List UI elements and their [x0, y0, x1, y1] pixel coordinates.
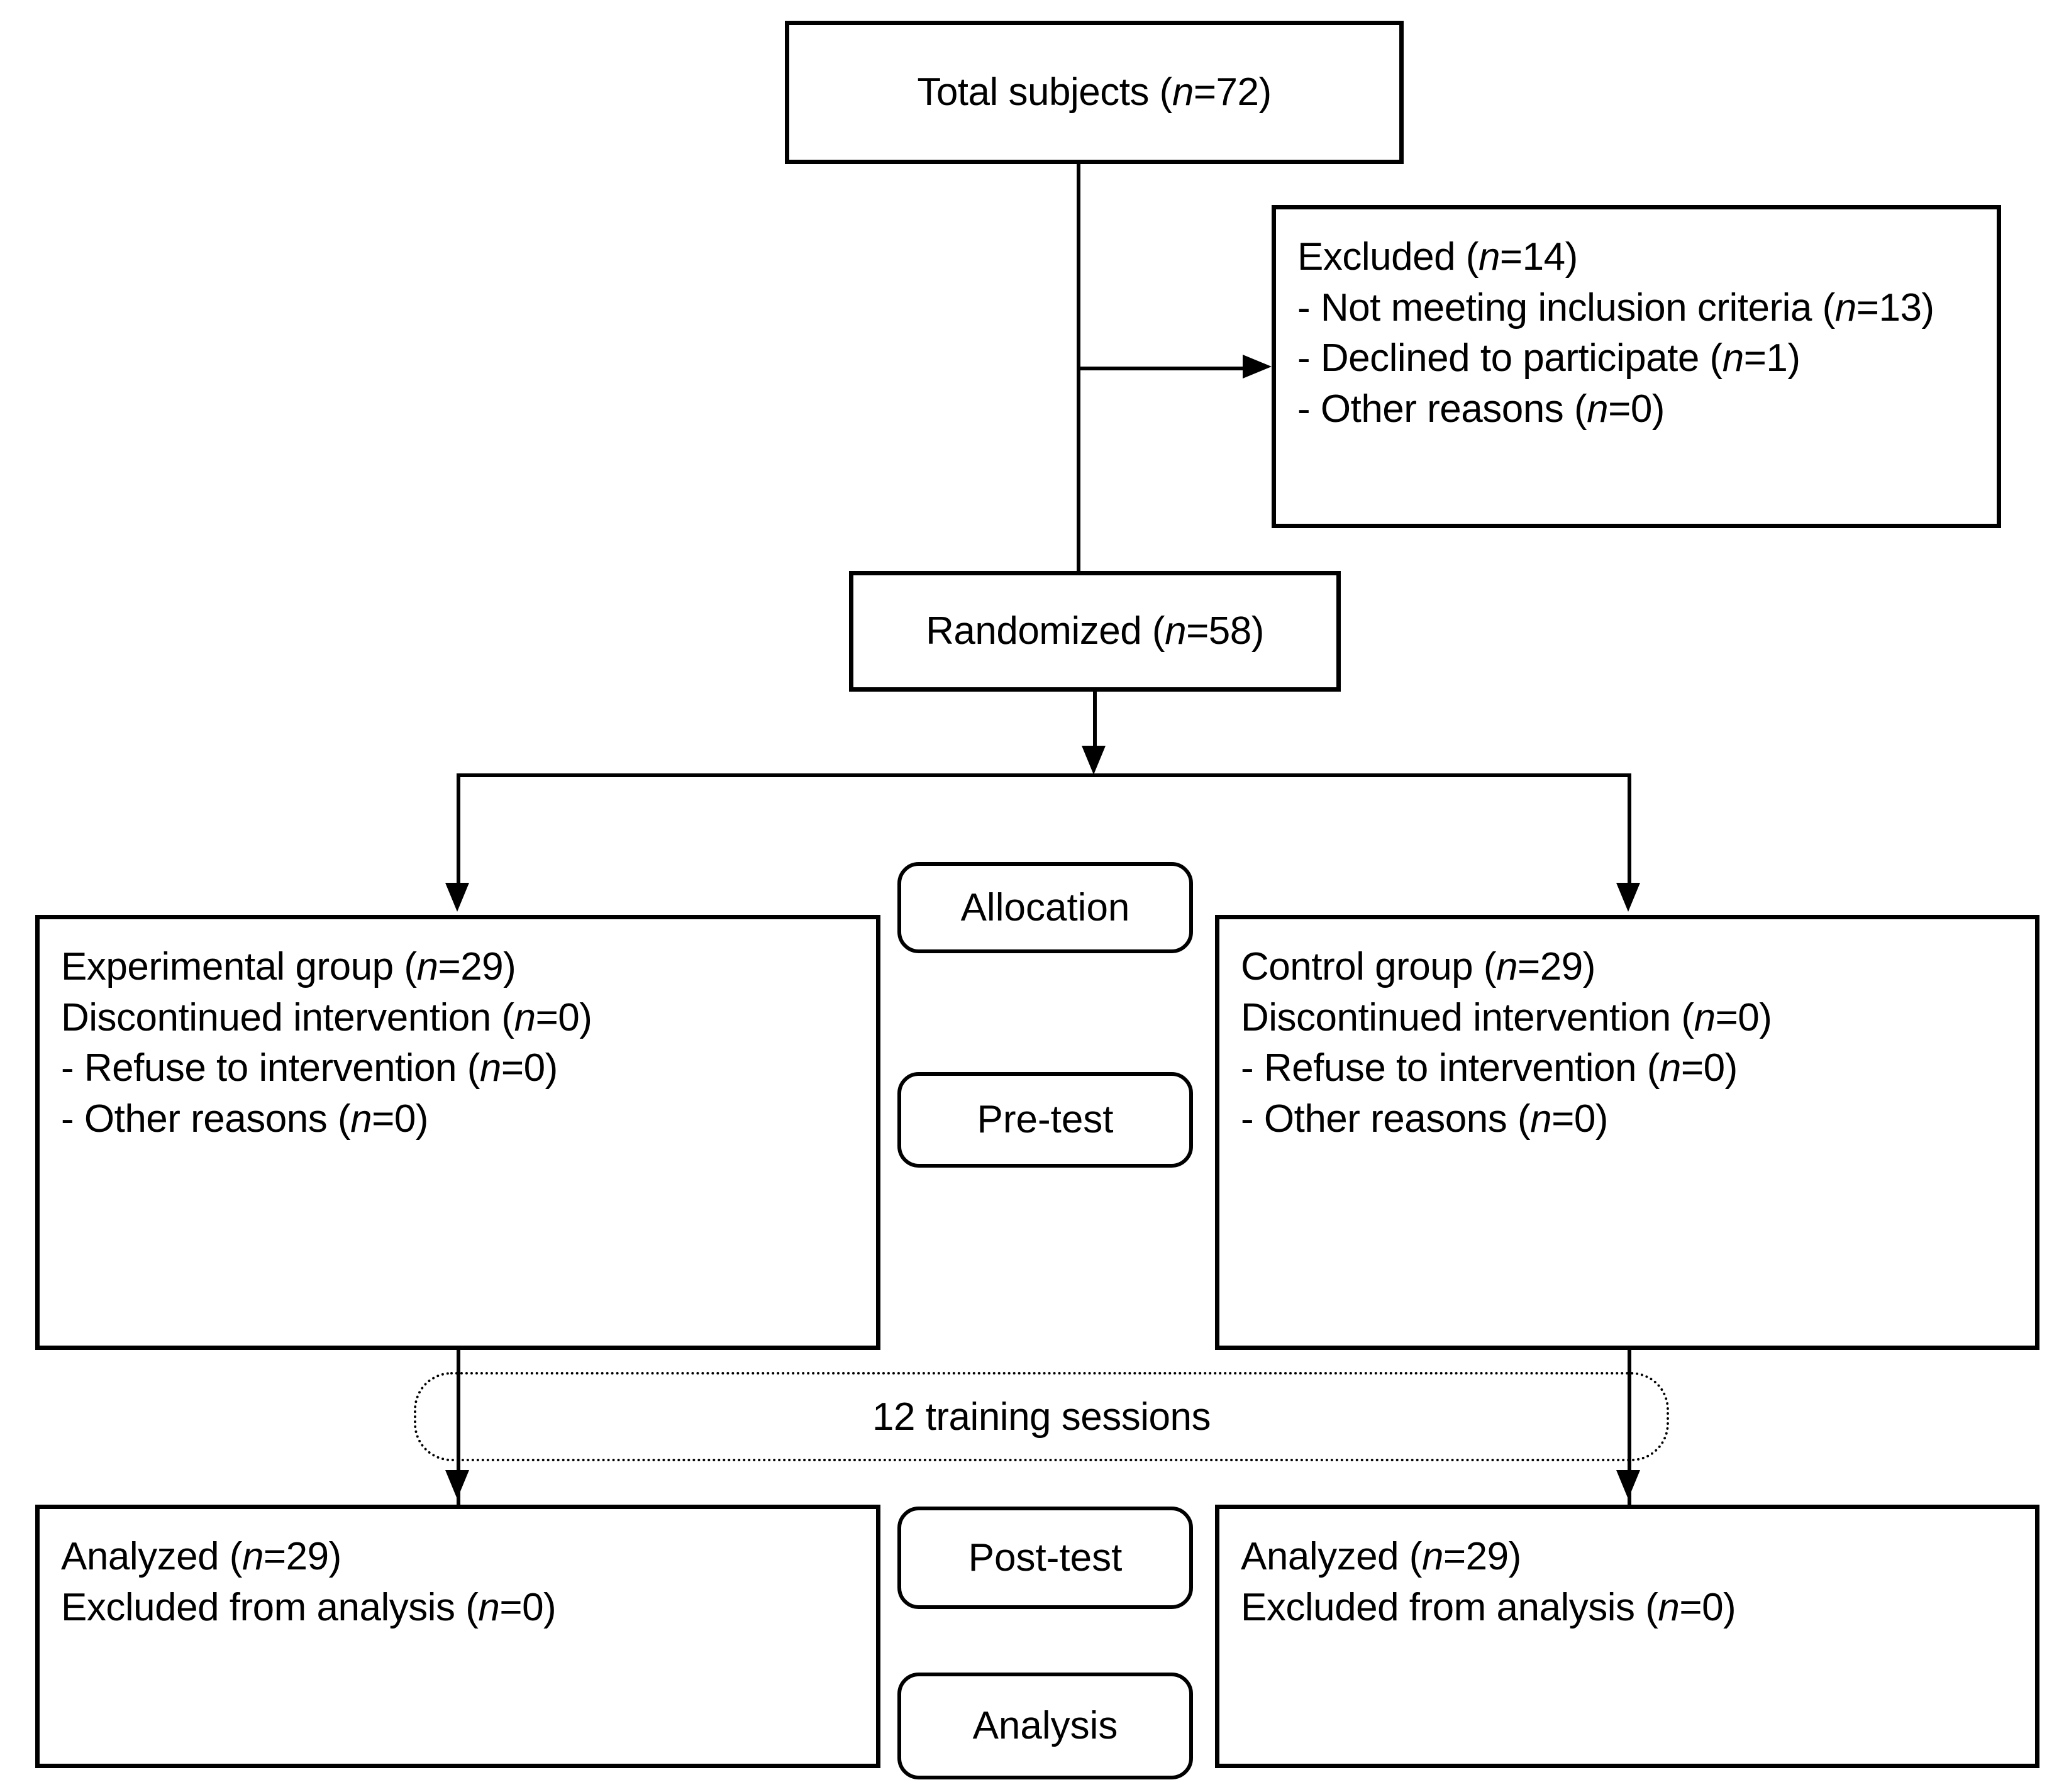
node-analyzed-experimental: Analyzed (n=29) Excluded from analysis (… — [35, 1505, 880, 1768]
node-control-group: Control group (n=29) Discontinued interv… — [1215, 915, 2039, 1350]
stage-label-allocation: Allocation — [897, 862, 1193, 953]
analyzed-control-label: Analyzed (n=29) Excluded from analysis (… — [1241, 1535, 1736, 1629]
arrowhead-to-analyzed-experimental — [445, 1470, 469, 1499]
control-group-label: Control group (n=29) Discontinued interv… — [1241, 945, 1772, 1141]
post-test-label: Post-test — [968, 1535, 1123, 1579]
connector-total-to-excluded — [1077, 367, 1243, 370]
connector-split-to-control — [1628, 773, 1631, 883]
excluded-label: Excluded (n=14) - Not meeting inclusion … — [1297, 235, 1934, 431]
total-subjects-label: Total subjects (n=72) — [917, 70, 1272, 114]
arrowhead-to-analyzed-control — [1616, 1470, 1640, 1499]
annotation-training-sessions: 12 training sessions — [414, 1372, 1669, 1461]
experimental-group-label: Experimental group (n=29) Discontinued i… — [61, 945, 592, 1141]
stage-label-analysis: Analysis — [897, 1673, 1193, 1779]
pre-test-label: Pre-test — [977, 1098, 1114, 1141]
node-excluded: Excluded (n=14) - Not meeting inclusion … — [1272, 205, 2001, 528]
stage-label-pre-test: Pre-test — [897, 1072, 1193, 1168]
analysis-label: Analysis — [972, 1704, 1118, 1747]
allocation-label: Allocation — [960, 885, 1130, 929]
connector-allocation-split-bar — [457, 773, 1631, 777]
node-analyzed-control: Analyzed (n=29) Excluded from analysis (… — [1215, 1505, 2039, 1768]
connector-experimental-to-analyzed — [457, 1350, 460, 1533]
arrowhead-to-excluded — [1243, 355, 1272, 379]
randomized-label: Randomized (n=58) — [926, 609, 1264, 653]
arrowhead-to-control — [1616, 883, 1640, 912]
arrowhead-to-experimental — [445, 883, 469, 912]
analyzed-experimental-label: Analyzed (n=29) Excluded from analysis (… — [61, 1535, 557, 1629]
stage-label-post-test: Post-test — [897, 1507, 1193, 1609]
connector-split-to-experimental — [457, 773, 460, 883]
arrowhead-randomized-split — [1082, 746, 1106, 775]
connector-randomized-to-split — [1093, 692, 1097, 746]
node-randomized: Randomized (n=58) — [849, 571, 1341, 692]
training-sessions-label: 12 training sessions — [858, 1394, 1224, 1439]
node-experimental-group: Experimental group (n=29) Discontinued i… — [35, 915, 880, 1350]
connector-control-to-analyzed — [1628, 1350, 1631, 1533]
node-total-subjects: Total subjects (n=72) — [785, 21, 1404, 164]
